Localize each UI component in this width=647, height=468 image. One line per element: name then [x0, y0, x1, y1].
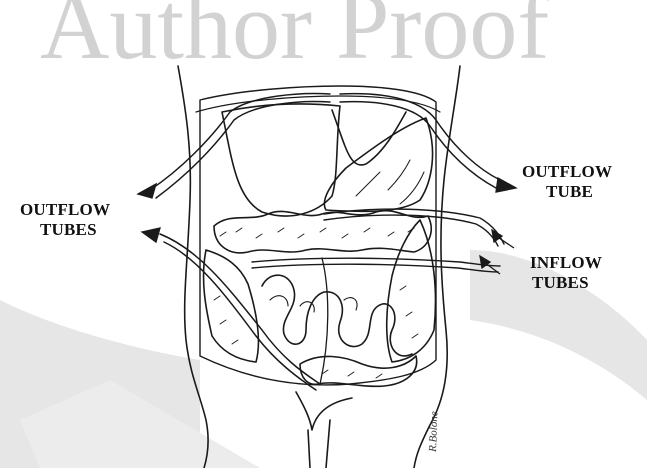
right-upper-outflow-tube [340, 94, 500, 180]
liver [222, 104, 340, 216]
label-line: TUBE [522, 182, 612, 202]
label-line: OUTFLOW [20, 200, 110, 220]
torso-drawing [150, 66, 504, 468]
artist-signature: R.Bolone [427, 411, 440, 453]
arrow-right-outflow [496, 178, 516, 192]
label-inflow-tubes: INFLOW TUBES [530, 253, 602, 293]
label-line: TUBES [530, 273, 602, 293]
label-line: INFLOW [530, 253, 602, 273]
descending-colon [387, 220, 436, 362]
label-line: TUBES [20, 220, 110, 240]
arrow-left-upper-outflow [138, 184, 156, 198]
ascending-colon [204, 250, 259, 362]
transverse-colon [214, 211, 431, 253]
arrow-left-lower-outflow [142, 228, 160, 242]
label-line: OUTFLOW [522, 162, 612, 182]
groin-line [296, 392, 352, 430]
label-outflow-tube-right: OUTFLOW TUBE [522, 162, 612, 202]
label-outflow-tubes-left: OUTFLOW TUBES [20, 200, 110, 240]
arrow-inflow-upper [492, 230, 514, 248]
watermark-text: Author Proof [40, 0, 549, 79]
